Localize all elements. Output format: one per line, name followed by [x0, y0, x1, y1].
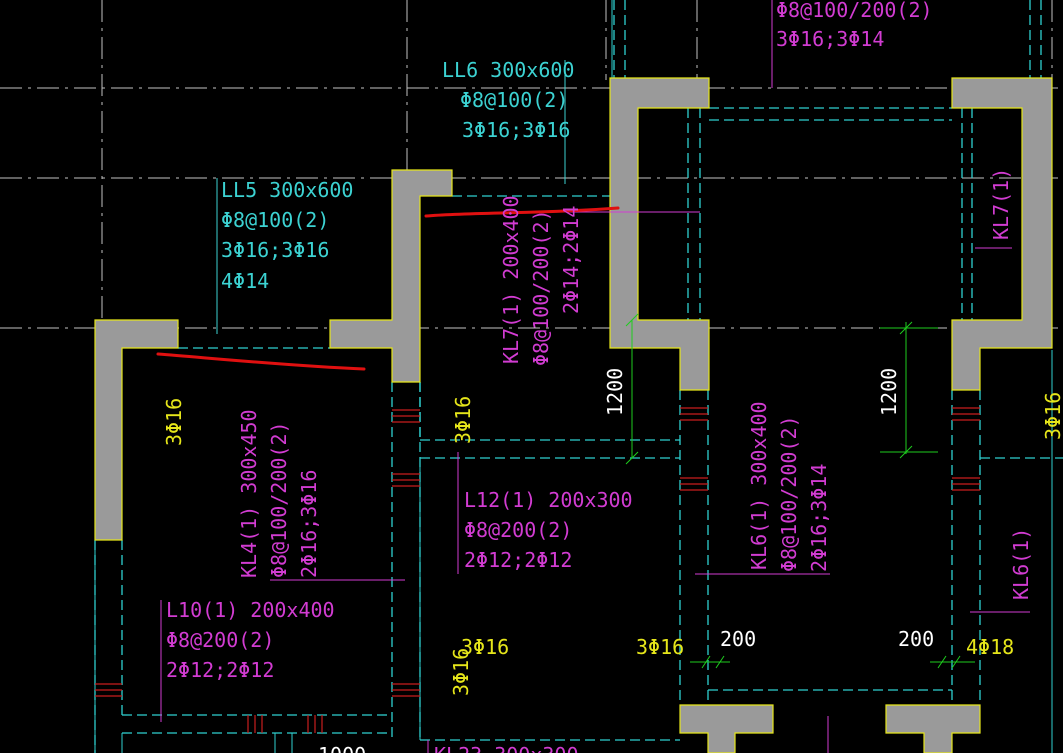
dimension-lines: [625, 313, 975, 669]
rebar-label-bottom-a: 3Φ16: [461, 635, 509, 659]
kl7-line2: Φ8@100/200(2): [529, 209, 553, 366]
rebar-label-mid: 3Φ16: [451, 396, 475, 444]
rebar-label-right-edge: 3Φ16: [1041, 392, 1063, 440]
rebar-marks: [95, 407, 980, 733]
rebar-label-bottom-b: 3Φ16: [449, 648, 473, 696]
l10-line1: L10(1) 200x400: [166, 598, 335, 622]
dim-200-left-text: 200: [720, 627, 756, 651]
ll5-line2: Φ8@100(2): [221, 208, 329, 232]
kl7-right-label: KL7(1): [989, 168, 1013, 240]
ll6-line2: Φ8@100(2): [460, 88, 568, 112]
bottom-partial-number: 1000: [318, 743, 366, 753]
dim-200-right-tick: [937, 655, 947, 669]
rebar-label-bottom-c: 3Φ16: [636, 635, 684, 659]
ll5-line3: 3Φ16;3Φ16: [221, 238, 329, 262]
ll5-line4: 4Φ14: [221, 269, 269, 293]
red-markup-lower: [156, 352, 366, 371]
rebar-label-4phi18: 4Φ18: [966, 635, 1014, 659]
dim-200-right-tick: [951, 655, 961, 669]
kl6-line2: Φ8@100/200(2): [777, 415, 801, 572]
l12-line3: 2Φ12;2Φ12: [464, 548, 572, 572]
kl6-line3: 2Φ16;3Φ14: [807, 464, 831, 572]
column-left: [94, 319, 179, 541]
dim-1200-left-tick: [625, 313, 639, 327]
dim-1200-right-tick: [899, 445, 913, 459]
l10-line3: 2Φ12;2Φ12: [166, 658, 274, 682]
column-center: [609, 77, 710, 391]
dim-1200-left-text: 1200: [603, 368, 627, 416]
grid-lines: [0, 0, 1063, 329]
ll6-line3: 3Φ16;3Φ16: [462, 118, 570, 142]
beam-outlines: [94, 0, 1063, 753]
red-markups: [156, 206, 620, 371]
red-markup-upper: [424, 206, 620, 218]
top-note-line2: 3Φ16;3Φ14: [776, 27, 884, 51]
column-bottom-a: [679, 704, 774, 753]
kl4-line3: 2Φ16;3Φ16: [297, 470, 321, 578]
ll6-line1: LL6 300x600: [442, 58, 574, 82]
kl6-right-label: KL6(1): [1009, 528, 1033, 600]
kl6-line1: KL6(1) 300x400: [747, 401, 771, 570]
top-note-line1: Φ8@100/200(2): [776, 0, 933, 22]
kl7-line1: KL7(1) 200x400: [499, 195, 523, 364]
rebar-label-left: 3Φ16: [162, 398, 186, 446]
l12-line1: L12(1) 200x300: [464, 488, 633, 512]
cad-labels: Φ8@100/200(2) 3Φ16;3Φ14 LL6 300x600 Φ8@1…: [162, 0, 1063, 753]
dim-1200-left-tick: [625, 451, 639, 465]
dim-200-left-tick: [701, 655, 711, 669]
dim-200-left-tick: [715, 655, 725, 669]
kl4-line1: KL4(1) 300x450: [237, 409, 261, 578]
column-right: [951, 77, 1053, 391]
l10-line2: Φ8@200(2): [166, 628, 274, 652]
dim-1200-right-text: 1200: [877, 368, 901, 416]
ll5-line1: LL5 300x600: [221, 178, 353, 202]
column-center-left: [329, 169, 453, 383]
dim-200-right-text: 200: [898, 627, 934, 651]
l12-line2: Φ8@200(2): [464, 518, 572, 542]
column-bottom-b: [885, 704, 981, 753]
columns: [94, 77, 1053, 753]
bottom-partial-kl23: KL23 300x300: [434, 743, 579, 753]
kl7-line3: 2Φ14;2Φ14: [559, 206, 583, 314]
beam-solid-lines: [94, 0, 1053, 753]
dim-1200-right-tick: [899, 321, 913, 335]
kl4-line2: Φ8@100/200(2): [267, 421, 291, 578]
leader-lines: [160, 0, 1030, 753]
